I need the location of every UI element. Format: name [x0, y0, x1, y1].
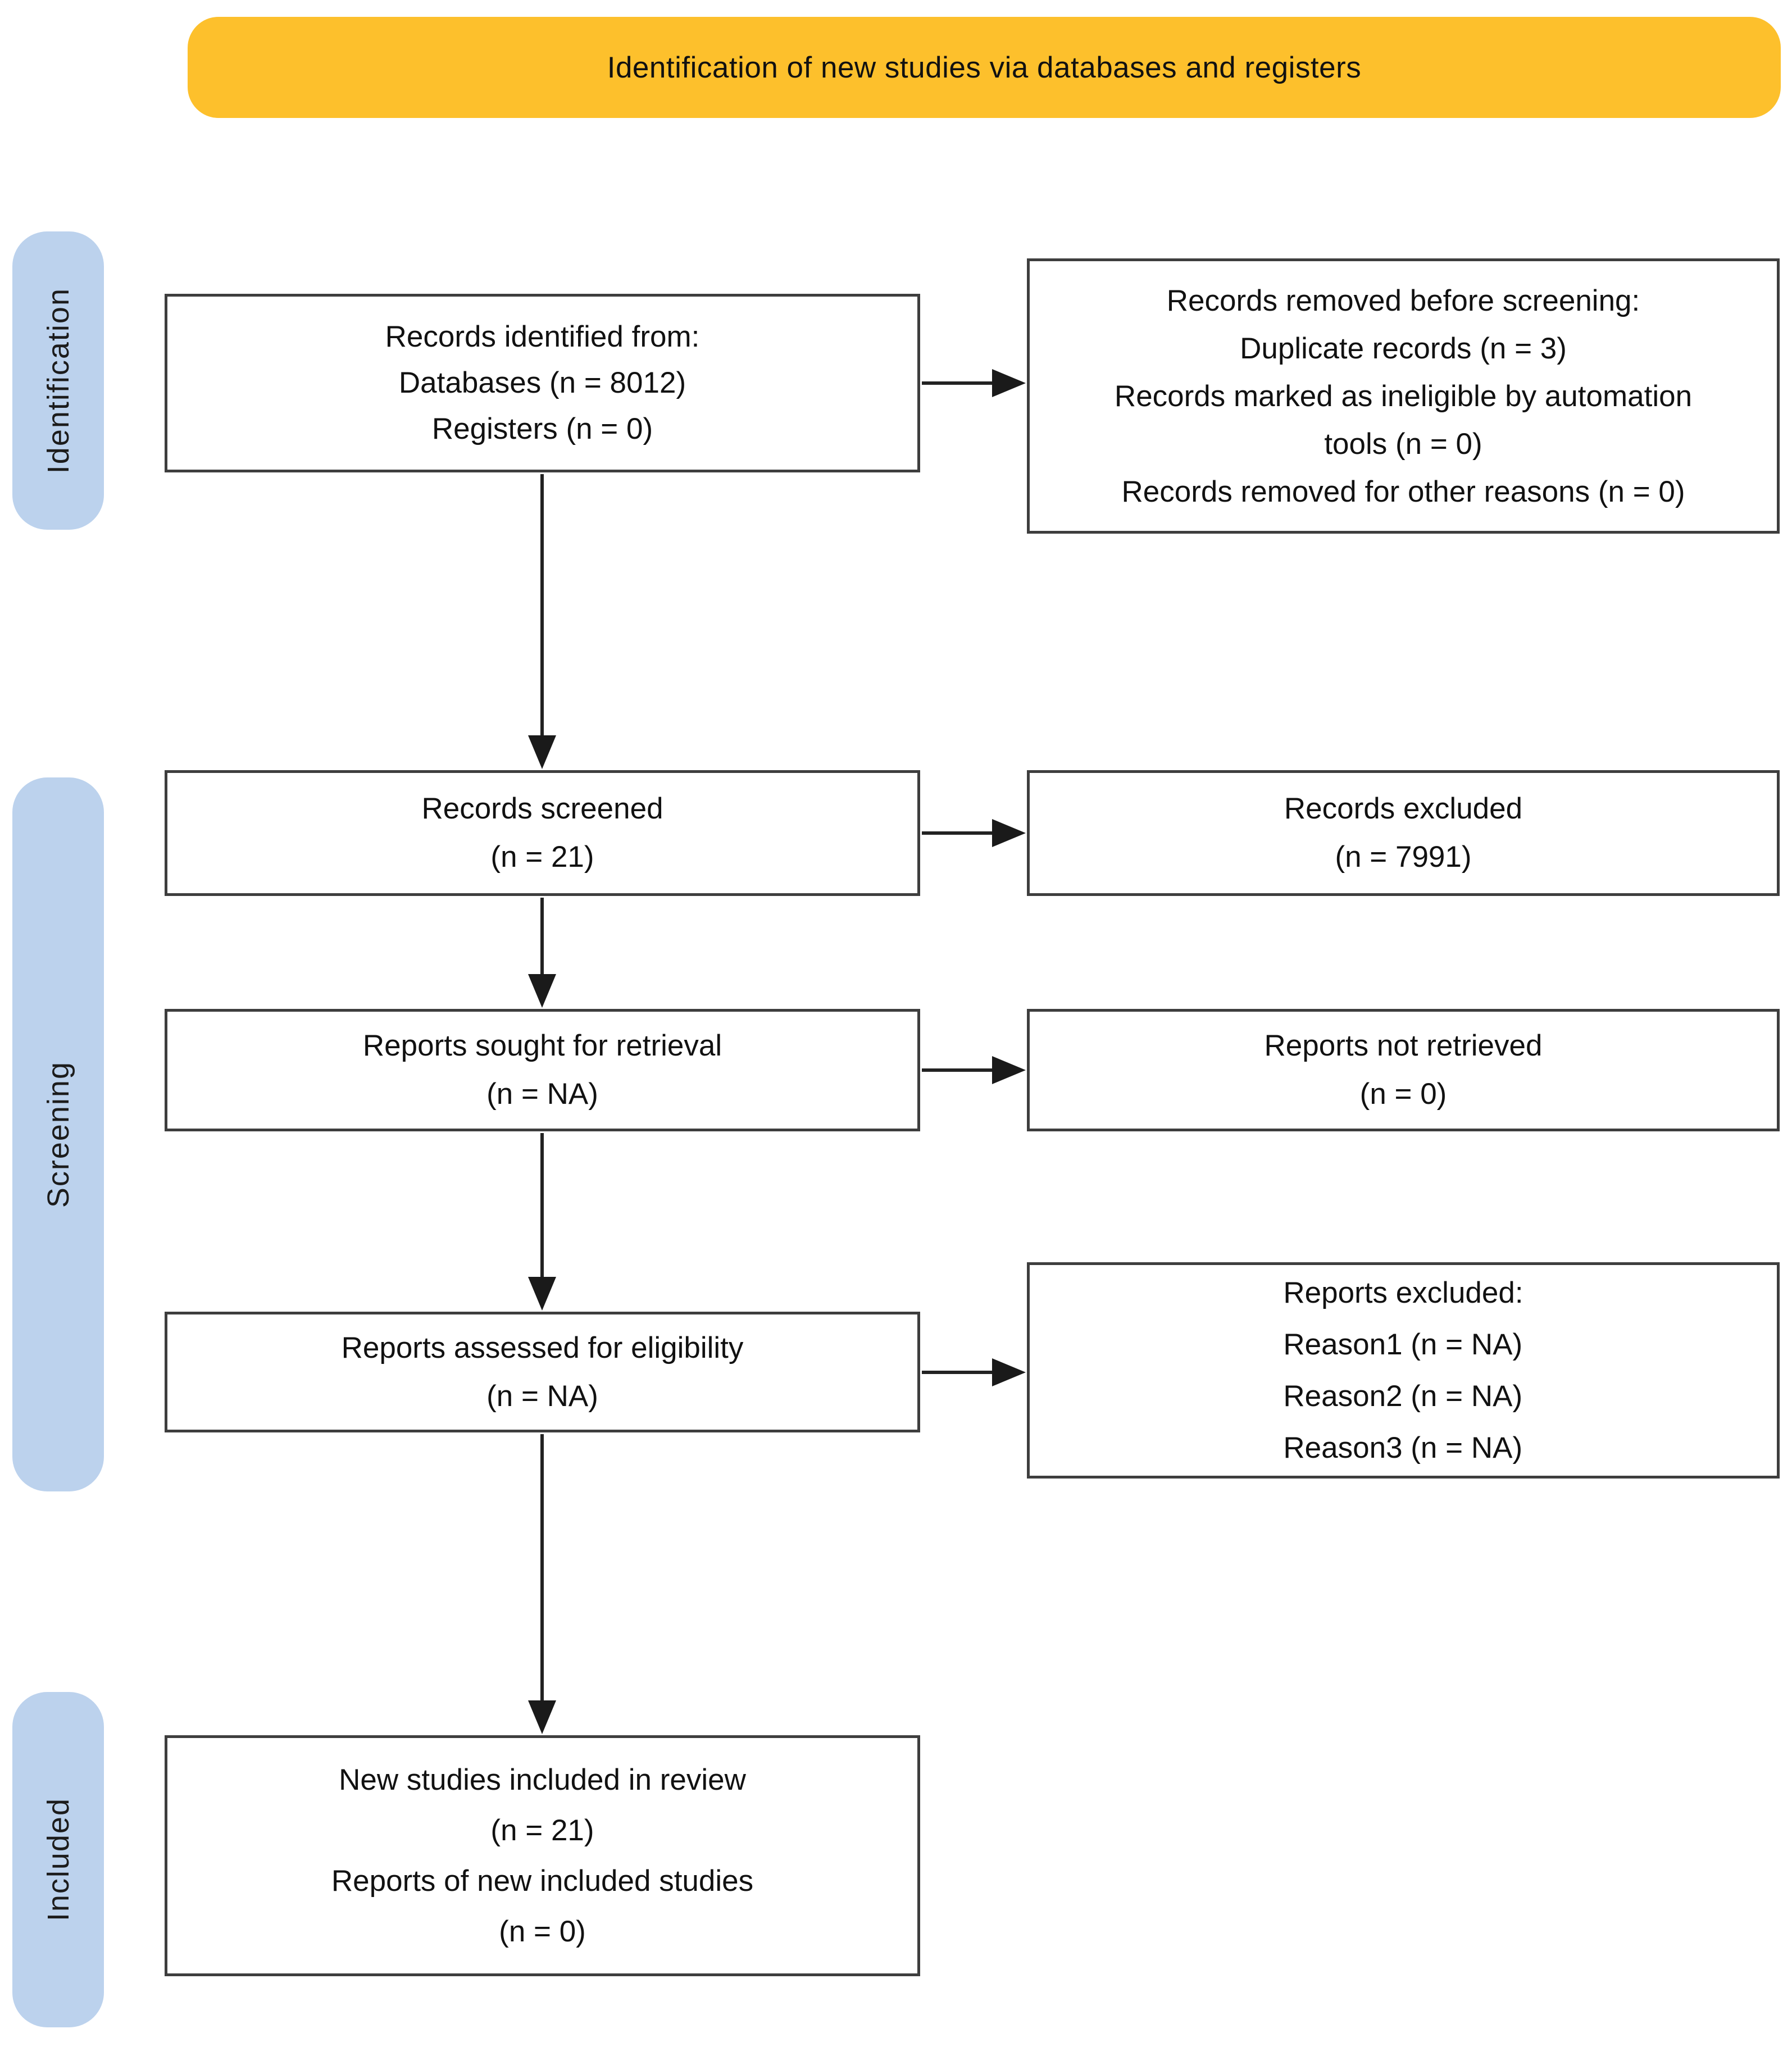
- box-line: Records identified from:: [385, 320, 700, 353]
- box-line: Reports excluded:: [1283, 1276, 1523, 1309]
- box-line: Reason2 (n = NA): [1283, 1379, 1523, 1413]
- box-records-screened: Records screened (n = 21): [165, 770, 920, 896]
- box-new-studies-included: New studies included in review (n = 21) …: [165, 1735, 920, 1976]
- stage-label-identification: Identification: [41, 287, 75, 474]
- stage-label-screening: Screening: [41, 1061, 75, 1208]
- reports-excluded-text-block: Reports excluded: Reason1 (n = NA) Reaso…: [1283, 1267, 1523, 1474]
- box-records-removed-before-screening: Records removed before screening: Duplic…: [1027, 258, 1780, 534]
- box-line: Reports sought for retrieval: [362, 1029, 722, 1062]
- box-line: Reports of new included studies: [331, 1864, 754, 1898]
- stage-bar-identification: Identification: [12, 231, 104, 530]
- box-line: (n = 21): [490, 840, 594, 874]
- box-line: tools (n = 0): [1324, 427, 1482, 461]
- box-records-excluded: Records excluded (n = 7991): [1027, 770, 1780, 896]
- box-line: (n = 0): [499, 1914, 586, 1948]
- box-line: (n = 7991): [1335, 840, 1472, 874]
- box-line: (n = 21): [490, 1813, 594, 1847]
- box-line: (n = 0): [1359, 1077, 1447, 1111]
- box-reports-excluded: Reports excluded: Reason1 (n = NA) Reaso…: [1027, 1262, 1780, 1479]
- box-line: Records removed before screening:: [1166, 284, 1640, 317]
- box-line: Duplicate records (n = 3): [1240, 331, 1567, 365]
- box-line: Records removed for other reasons (n = 0…: [1121, 475, 1685, 508]
- box-line: Reason3 (n = NA): [1283, 1431, 1523, 1464]
- box-line: Databases (n = 8012): [398, 366, 686, 399]
- box-line: Records screened: [421, 792, 663, 825]
- box-line: Records marked as ineligible by automati…: [1114, 379, 1693, 413]
- stage-bar-screening: Screening: [12, 777, 104, 1491]
- box-reports-assessed: Reports assessed for eligibility (n = NA…: [165, 1312, 920, 1432]
- box-line: Reports not retrieved: [1264, 1029, 1543, 1062]
- stage-label-included: Included: [41, 1798, 75, 1922]
- box-line: Registers (n = 0): [431, 412, 653, 445]
- box-reports-not-retrieved: Reports not retrieved (n = 0): [1027, 1009, 1780, 1131]
- box-line: (n = NA): [486, 1077, 598, 1111]
- box-line: Reports assessed for eligibility: [341, 1331, 744, 1364]
- box-line: Reason1 (n = NA): [1283, 1327, 1523, 1361]
- box-reports-sought: Reports sought for retrieval (n = NA): [165, 1009, 920, 1131]
- box-line: New studies included in review: [339, 1763, 746, 1796]
- banner-title: Identification of new studies via databa…: [188, 17, 1781, 118]
- stage-bar-included: Included: [12, 1692, 104, 2027]
- box-records-identified: Records identified from: Databases (n = …: [165, 294, 920, 472]
- box-line: Records excluded: [1284, 792, 1523, 825]
- box-line: (n = NA): [486, 1379, 598, 1413]
